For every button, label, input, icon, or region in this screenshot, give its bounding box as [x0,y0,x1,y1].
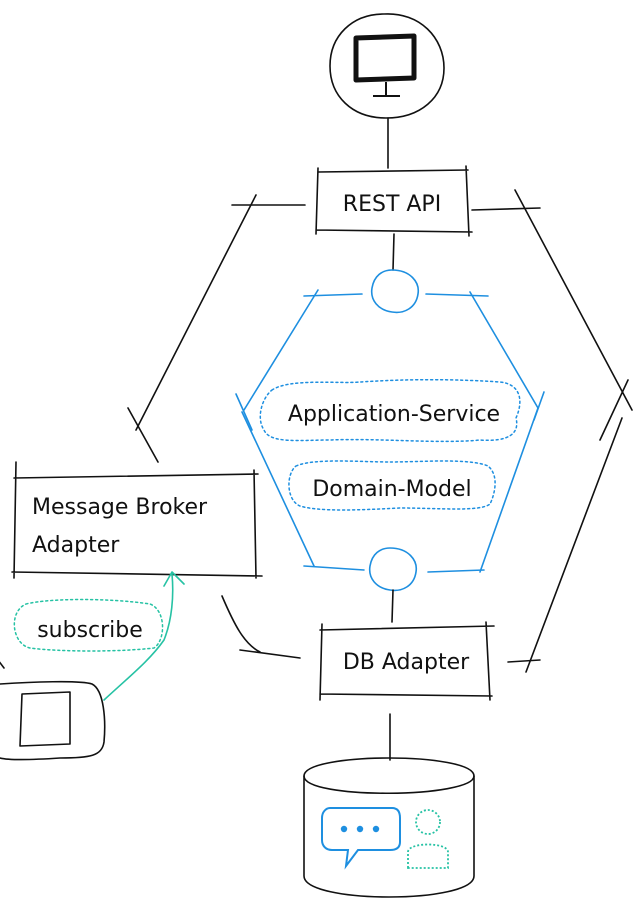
application-service-node: Application-Service [259,378,521,443]
chat-bubble-icon [321,807,401,870]
outer-hexagon [127,189,633,673]
rest-api-adapter: REST API [315,165,473,237]
user-icon [407,809,449,869]
message-broker-label-line1: Message Broker [32,495,208,520]
subscribe-node: subscribe [13,598,164,652]
bottom-port-circle [368,547,417,592]
database-icon [303,757,475,898]
rest-to-port-connector [392,233,395,271]
domain-model-node: Domain-Model [288,460,496,511]
message-broker-label-line2: Adapter [32,533,120,558]
port-to-db-connector [391,589,394,623]
domain-model-label: Domain-Model [312,477,471,502]
top-port-circle [370,269,419,314]
db-adapter-label: DB Adapter [343,650,470,675]
db-adapter: DB Adapter [319,621,495,701]
client-node [329,13,445,119]
message-broker-adapter: Message Broker Adapter [11,461,263,579]
subscribe-arrow [103,571,185,701]
inner-hexagon [235,269,545,592]
client-circle [329,13,445,119]
subscribe-label: subscribe [37,618,143,643]
monitor-icon [353,33,417,97]
message-queue-icon [0,661,106,761]
rest-api-label: REST API [343,192,441,217]
application-service-label: Application-Service [288,402,500,427]
